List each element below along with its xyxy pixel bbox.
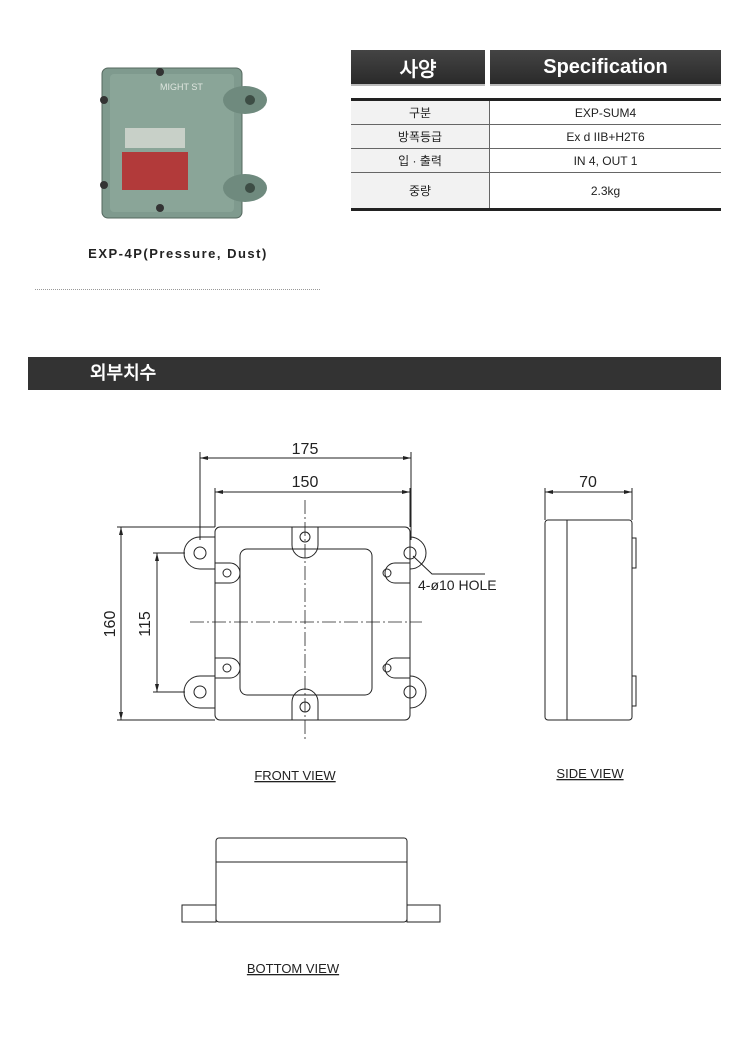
row-label: 구분 [351,99,490,125]
section-title: 외부치수 [90,363,157,383]
dim-115: 115 [137,611,154,637]
spec-header-english: Specification [490,50,721,86]
bottom-view-label: BOTTOM VIEW [247,961,340,976]
row-label: 중량 [351,172,490,210]
table-row: 중량 2.3kg [351,172,721,210]
spec-header-korean: 사양 [351,50,485,86]
photo-label: MIGHT ST [160,82,203,92]
row-value: Ex d IIB+H2T6 [489,124,721,149]
hole-note: 4-ø10 HOLE [418,577,497,593]
divider [35,289,320,290]
dim-160: 160 [102,611,119,638]
product-caption: EXP-4P(Pressure, Dust) [88,246,268,261]
bottom-view [181,837,441,923]
row-label: 입 · 출력 [351,148,490,173]
row-value: IN 4, OUT 1 [489,148,721,173]
row-value: EXP-SUM4 [489,99,721,125]
front-view [117,452,485,742]
row-label: 방폭등급 [351,124,490,149]
front-view-label: FRONT VIEW [254,768,336,783]
section-header: 외부치수 [28,357,721,390]
dim-70: 70 [579,474,597,491]
dim-175: 175 [292,441,319,458]
side-view-label: SIDE VIEW [556,766,624,781]
row-value: 2.3kg [590,183,621,198]
dim-150: 150 [292,474,319,491]
product-photo: MIGHT ST [100,67,267,219]
side-view [544,488,637,721]
